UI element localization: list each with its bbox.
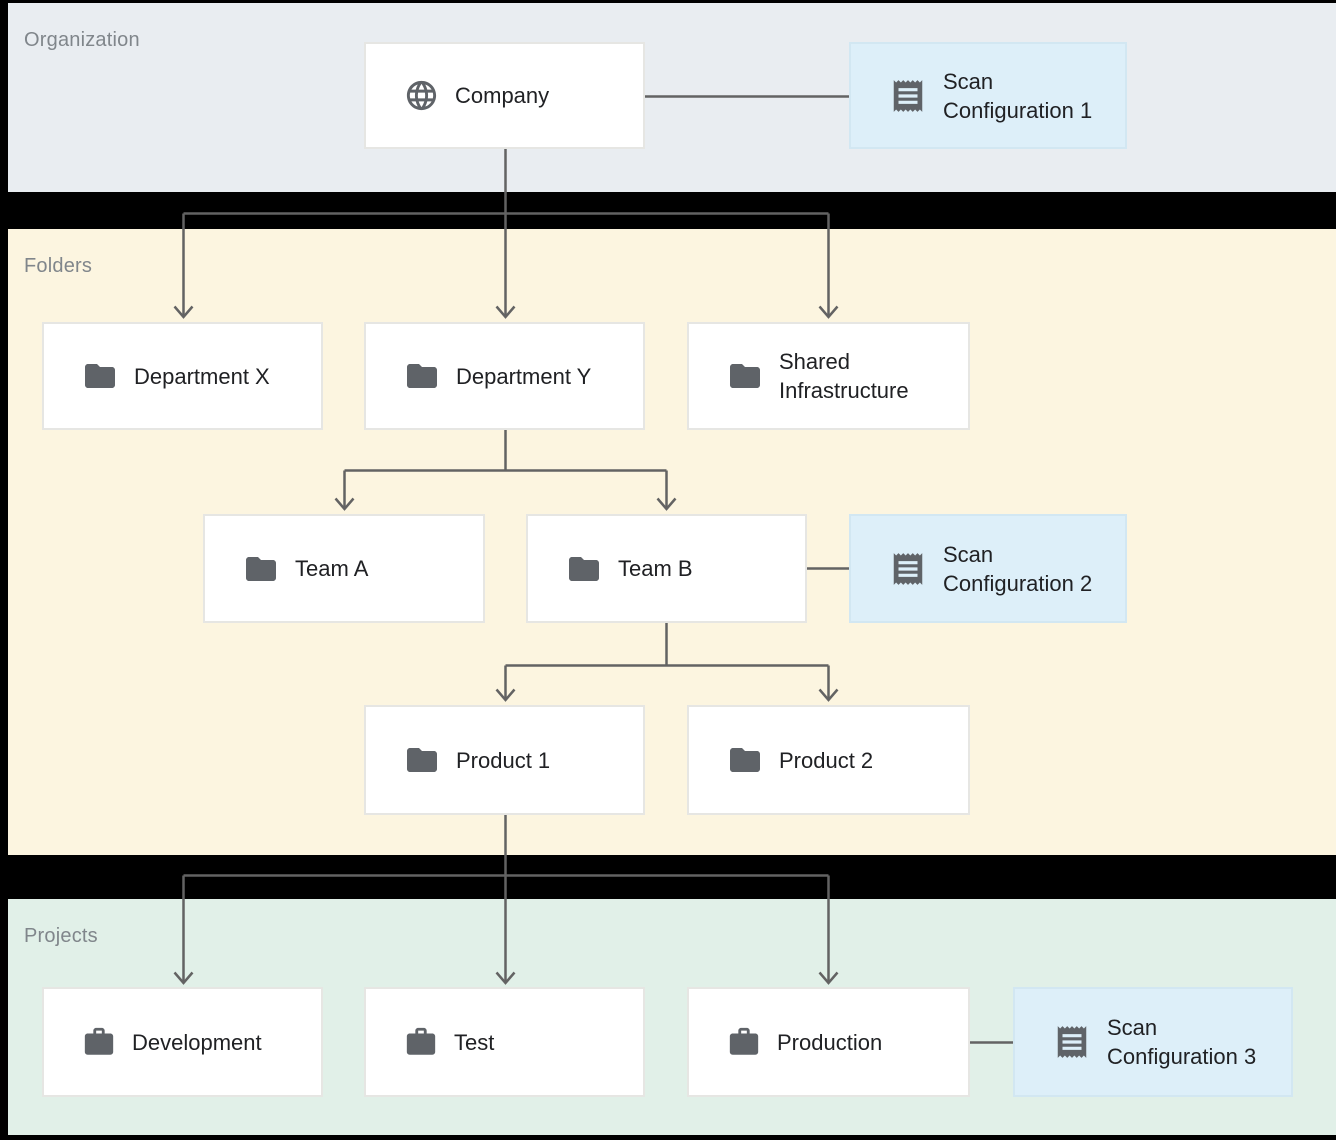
- node-product-2: Product 2: [687, 705, 970, 815]
- globe-icon: [404, 78, 439, 113]
- node-development: Development: [42, 987, 323, 1097]
- node-label: Production: [777, 1029, 883, 1055]
- projects-section-label: Projects: [24, 925, 98, 947]
- node-scan-configuration-1: Scan Configuration 1: [849, 42, 1127, 149]
- folder-icon: [727, 358, 763, 394]
- node-team-a: Team A: [203, 514, 485, 623]
- node-label: Company: [455, 83, 550, 108]
- node-shared-infrastructure: Shared Infrastructure: [687, 322, 970, 430]
- node-label: Test: [454, 1029, 495, 1055]
- receipt-icon: [889, 73, 927, 119]
- briefcase-icon: [727, 1025, 761, 1059]
- node-label: Team B: [618, 556, 693, 581]
- briefcase-icon: [82, 1025, 116, 1059]
- node-scan-configuration-3: Scan Configuration 3: [1013, 987, 1293, 1097]
- node-label: Team A: [295, 556, 369, 581]
- folder-icon: [727, 742, 763, 778]
- node-label: Product 2: [779, 747, 874, 773]
- node-label: Department X: [134, 363, 270, 389]
- node-scan-configuration-2: Scan Configuration 2: [849, 514, 1127, 623]
- folders-section-label: Folders: [24, 255, 93, 277]
- node-production: Production: [687, 987, 970, 1097]
- node-label: Scan Configuration 1: [943, 68, 1093, 123]
- node-product-1: Product 1: [364, 705, 645, 815]
- node-label: Department Y: [456, 363, 592, 389]
- folder-icon: [404, 742, 440, 778]
- folder-icon: [404, 358, 440, 394]
- briefcase-icon: [404, 1025, 438, 1059]
- node-company: Company: [364, 42, 645, 149]
- node-label: Product 1: [456, 747, 551, 773]
- organization-section-label: Organization: [24, 29, 140, 51]
- node-test: Test: [364, 987, 645, 1097]
- node-label: Development: [132, 1029, 262, 1055]
- node-department-y: Department Y: [364, 322, 645, 430]
- node-label: Scan Configuration 2: [943, 541, 1093, 596]
- node-label: Shared Infrastructure: [779, 349, 909, 403]
- receipt-icon: [1053, 1019, 1091, 1065]
- receipt-icon: [889, 546, 927, 592]
- folder-icon: [82, 358, 118, 394]
- folder-icon: [566, 551, 602, 587]
- node-label: Scan Configuration 3: [1107, 1015, 1257, 1069]
- node-department-x: Department X: [42, 322, 323, 430]
- node-team-b: Team B: [526, 514, 807, 623]
- folder-icon: [243, 551, 279, 587]
